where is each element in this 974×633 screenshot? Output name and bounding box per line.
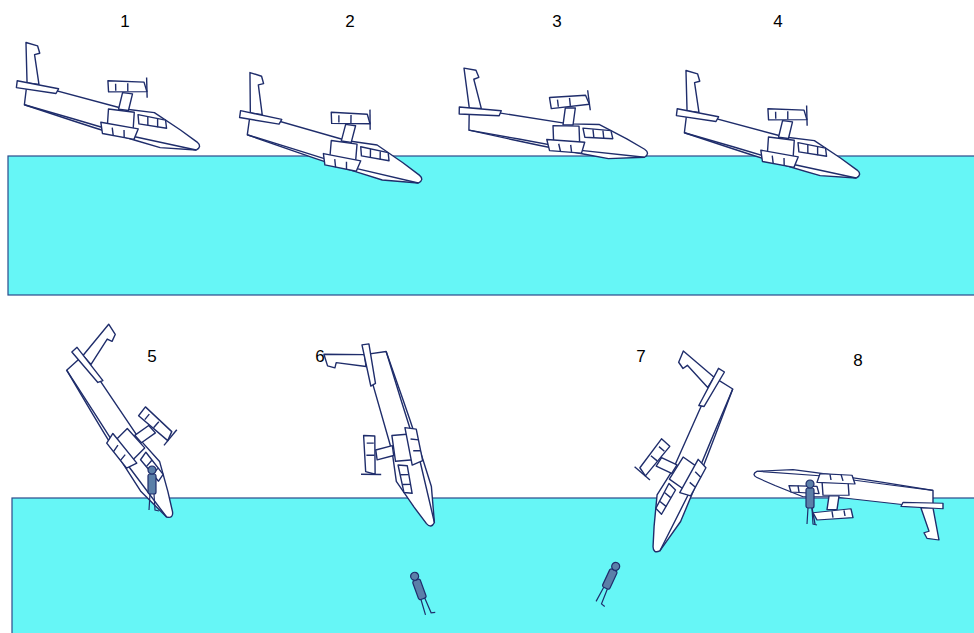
callout-number: 5 xyxy=(147,347,156,367)
seaplane xyxy=(754,470,943,540)
callout-number: 6 xyxy=(315,347,324,367)
seaplane xyxy=(671,70,869,180)
seaplane xyxy=(458,68,649,159)
callout-number: 4 xyxy=(773,12,782,32)
person-figure xyxy=(595,561,624,606)
person-figure xyxy=(148,466,159,511)
person-figure xyxy=(410,570,436,616)
seaplane xyxy=(41,321,233,520)
callout-number: 2 xyxy=(345,12,354,32)
seaplane xyxy=(323,338,436,537)
callout-number: 8 xyxy=(853,351,862,371)
callout-number: 3 xyxy=(552,12,561,32)
seaplane xyxy=(585,348,760,555)
seaplane xyxy=(234,72,433,185)
seaplane xyxy=(11,42,209,152)
callout-number: 7 xyxy=(636,347,645,367)
person-figure xyxy=(806,480,817,525)
callout-number: 1 xyxy=(120,12,129,32)
